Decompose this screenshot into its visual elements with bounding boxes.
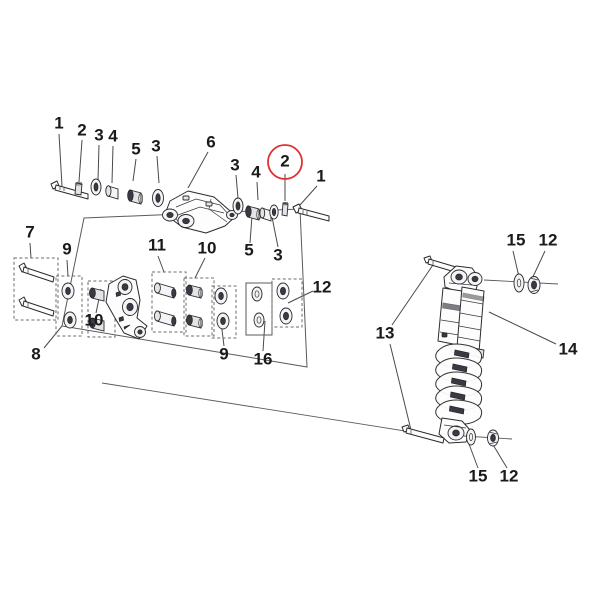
part-pin-2-right [281,201,289,217]
part-nut-12-upper [527,276,541,294]
callout-number-12: 12 [313,277,332,296]
callout-number-8: 8 [31,344,40,363]
callout-number-10: 10 [198,238,217,257]
part-shock-absorber-14 [423,255,485,444]
callout-number-15: 15 [469,466,488,485]
part-bushing-5-left [127,189,144,205]
bolt-set-box [13,257,59,321]
callout-number-2: 2 [77,120,86,139]
part-washer-3-right [232,197,244,215]
bushing-plate-box-right [183,277,215,337]
nut-plate-box [271,278,303,328]
bolt-7-lower [18,296,55,317]
shock-lower-hardware [463,428,513,447]
part-washer-plate-9-right [214,287,230,330]
part-washer-plate-9-left [61,282,77,329]
part-nut-plate-12 [276,282,293,325]
callout-number-9: 9 [219,344,228,363]
callout-number-3: 3 [94,125,103,144]
bolt-7-upper [18,262,55,283]
callout-number-10: 10 [85,310,104,329]
callout-number-13: 13 [376,323,395,342]
part-bushing-plate-10-left [89,287,105,332]
part-linkage-arm-6 [162,190,238,234]
callout-number-6: 6 [206,132,215,151]
part-spacer-4-right [259,207,272,222]
part-bushing-plate-10-right [186,284,204,329]
callout-number-3: 3 [230,155,239,174]
part-plate-16 [251,286,265,328]
leader-lines [29,133,557,469]
assembly-connector-line [101,382,425,435]
part-washer-3-left-2 [152,189,164,207]
highlight-circle-callout-2 [267,144,303,180]
part-washer-3-right-2 [269,204,279,220]
callout-number-12: 12 [500,466,519,485]
callout-number-14: 14 [559,339,578,358]
callout-number-4: 4 [251,162,261,181]
callout-number-5: 5 [131,139,140,158]
shock-bolt-13-lower [401,424,445,444]
part-bracket-main [105,275,148,340]
callout-number-1: 1 [316,166,325,185]
part-nut-12-lower [487,429,499,447]
callout-number-1: 1 [54,113,63,132]
callout-number-2: 2 [280,151,289,170]
part-spacer-4-left [105,185,119,200]
part-sleeve-plate-11 [153,282,177,327]
callout-number-5: 5 [244,240,253,259]
callout-number-15: 15 [507,230,526,249]
sleeve-plate-box [151,271,187,333]
part-washer-15-lower [466,428,476,446]
callout-number-3: 3 [273,245,282,264]
bracket-assembly-box [61,208,308,368]
part-bolt-1-right [292,203,330,222]
coil-spring [435,343,483,425]
part-bushing-5-right [245,205,262,221]
callout-number-7: 7 [25,222,34,241]
callout-number-12: 12 [539,230,558,249]
callout-number-4: 4 [108,126,118,145]
washer-plate-box-right [211,285,237,339]
callout-number-16: 16 [254,349,273,368]
washer-plate-box-left [55,275,83,337]
part-pin-2-left [74,181,83,196]
shock-upper-hardware [483,273,559,294]
callout-number-3: 3 [151,136,160,155]
callout-number-9: 9 [62,239,71,258]
left-hardware-row [50,178,164,207]
part-washer-3-left [90,178,102,196]
part-washer-15-upper [513,273,525,293]
right-hardware-row [232,197,330,222]
part-bolt-set-7 [18,262,55,317]
callout-number-11: 11 [148,235,166,254]
